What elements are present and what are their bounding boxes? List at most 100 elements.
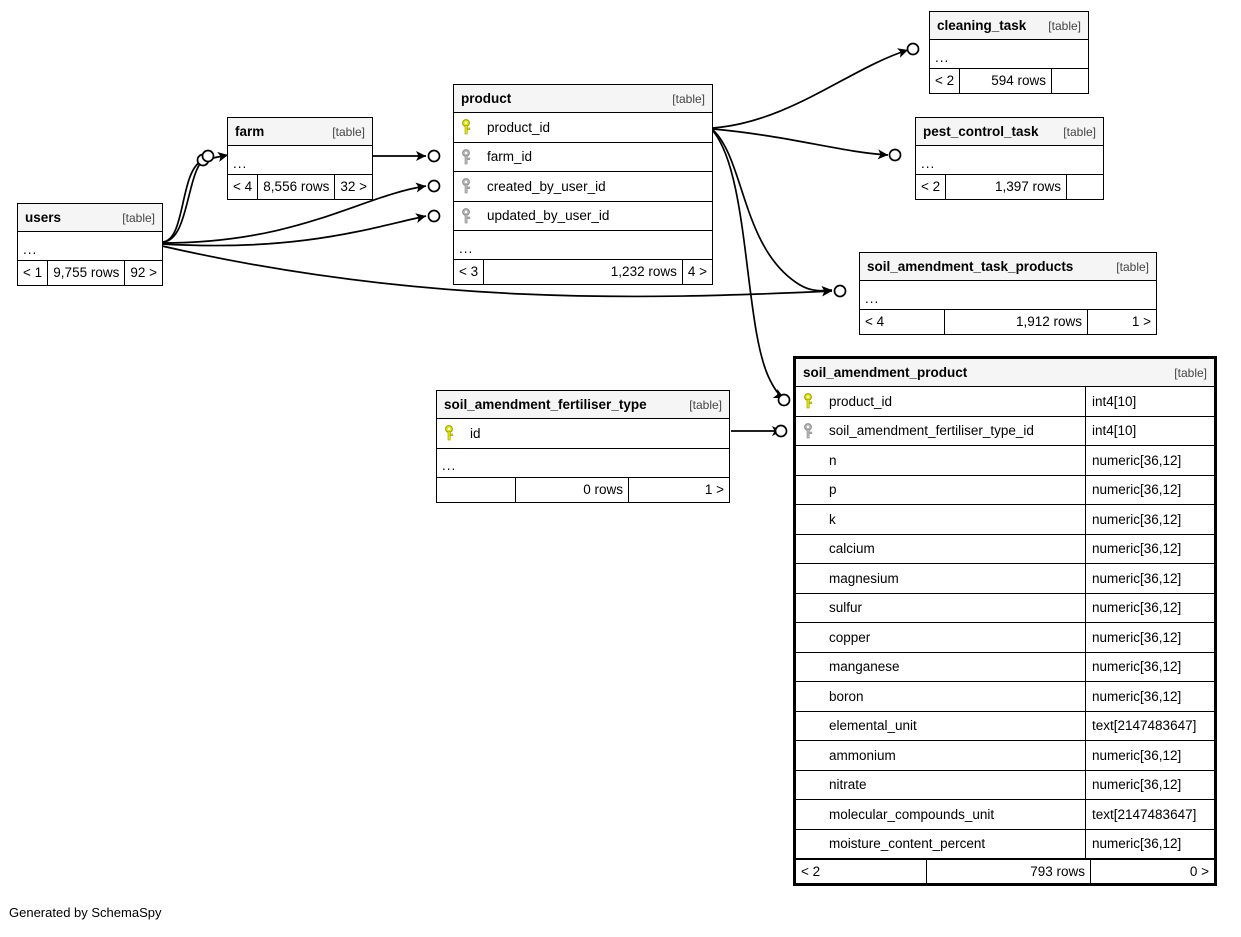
table-soil-amendment-fertiliser-type-title: soil_amendment_fertiliser_type [table] (437, 391, 729, 419)
no-key-icon (803, 452, 817, 468)
column-name: magnesium (829, 570, 899, 586)
table-row[interactable]: farm_id (454, 142, 712, 172)
cardinality-circle (196, 153, 210, 167)
outgoing-relations-count: 32 > (340, 179, 367, 195)
table-name: farm (235, 123, 265, 139)
table-cleaning-task[interactable]: cleaning_task [table] ... < 2 594 rows (929, 11, 1089, 94)
row-count: 793 rows (926, 860, 1091, 883)
table-product-footer: < 3 1,232 rows 4 > (454, 260, 712, 284)
column-type: numeric[36,12] (1085, 534, 1214, 563)
table-farm[interactable]: farm [table] ... < 4 8,556 rows 32 > (227, 117, 373, 200)
incoming-relations-count: < 2 (801, 863, 821, 879)
table-soil-amendment-product-title: soil_amendment_product [table] (796, 359, 1214, 387)
outgoing-relations-count: 0 > (1189, 863, 1209, 879)
row-count: 0 rows (515, 477, 629, 502)
row-count: 1,397 rows (945, 175, 1067, 199)
row-count: 594 rows (959, 69, 1052, 93)
column-name: sulfur (829, 600, 863, 615)
no-key-icon (803, 806, 817, 822)
column-type: numeric[36,12] (1085, 446, 1214, 475)
column-type: numeric[36,12] (1085, 564, 1214, 593)
column-type: numeric[36,12] (1085, 741, 1214, 770)
table-users-hidden-columns: ... (18, 232, 162, 261)
table-pest-control-task-title: pest_control_task [table] (916, 118, 1103, 146)
edge-users-farm-arrow (207, 152, 229, 162)
table-row[interactable]: soil_amendment_fertiliser_type_id int4[1… (796, 416, 1214, 446)
table-row[interactable]: boron numeric[36,12] (796, 682, 1214, 712)
table-row[interactable]: magnesium numeric[36,12] (796, 564, 1214, 594)
column-name: id (470, 425, 481, 441)
table-row[interactable]: nitrate numeric[36,12] (796, 770, 1214, 800)
edge-users-farm-2 (161, 157, 207, 243)
table-row[interactable]: molecular_compounds_unit text[2147483647… (796, 800, 1214, 830)
cardinality-circle (906, 42, 920, 56)
table-tag: [table] (672, 91, 705, 106)
table-row[interactable]: calcium numeric[36,12] (796, 534, 1214, 564)
table-row[interactable]: ammonium numeric[36,12] (796, 741, 1214, 771)
incoming-relations-count (437, 478, 515, 502)
foreign-key-icon (803, 422, 817, 439)
table-row[interactable]: copper numeric[36,12] (796, 623, 1214, 653)
incoming-relations-count: < 2 (935, 73, 955, 89)
column-type: text[2147483647] (1085, 711, 1214, 740)
table-row[interactable]: elemental_unit text[2147483647] (796, 711, 1214, 741)
table-row[interactable]: p numeric[36,12] (796, 475, 1214, 505)
table-row[interactable]: created_by_user_id (454, 172, 712, 202)
edge-product-pest-control-task (712, 128, 889, 160)
cardinality-circle (833, 284, 847, 298)
column-name: manganese (829, 659, 900, 674)
table-name: users (25, 209, 62, 225)
no-key-icon (803, 718, 817, 734)
table-product-title: product [table] (454, 85, 712, 113)
table-name: pest_control_task (923, 123, 1039, 139)
table-product[interactable]: product [table] product_id farm_id (453, 84, 713, 285)
column-type: numeric[36,12] (1085, 829, 1214, 858)
table-pest-control-task[interactable]: pest_control_task [table] ... < 2 1,397 … (915, 117, 1104, 200)
table-soil-amendment-task-products[interactable]: soil_amendment_task_products [table] ...… (859, 252, 1157, 335)
table-tag: [table] (332, 124, 365, 139)
table-row[interactable]: product_id (454, 113, 712, 143)
foreign-key-icon (461, 148, 475, 165)
outgoing-relations-count: 4 > (687, 264, 707, 280)
row-count: 9,755 rows (47, 261, 126, 285)
table-soil-amendment-fertiliser-type-hidden-columns: ... (437, 448, 729, 478)
column-type: int4[10] (1085, 387, 1214, 416)
table-users[interactable]: users [table] ... < 1 9,755 rows 92 > (17, 203, 163, 286)
table-row[interactable]: updated_by_user_id (454, 201, 712, 231)
table-row[interactable]: product_id int4[10] (796, 387, 1214, 417)
no-key-icon (803, 659, 817, 675)
table-soil-amendment-product[interactable]: soil_amendment_product [table] product_i… (793, 356, 1217, 886)
primary-key-icon (461, 119, 475, 135)
column-type: int4[10] (1085, 416, 1214, 445)
incoming-relations-count: < 1 (23, 265, 43, 281)
table-row[interactable]: k numeric[36,12] (796, 505, 1214, 535)
table-tag: [table] (689, 397, 722, 412)
no-key-icon (803, 482, 817, 498)
table-row[interactable]: id (437, 419, 729, 449)
column-type: numeric[36,12] (1085, 652, 1214, 681)
table-row[interactable]: n numeric[36,12] (796, 446, 1214, 476)
outgoing-relations-count (1052, 69, 1088, 93)
table-pest-control-task-hidden-columns: ... (916, 146, 1103, 175)
table-soil-amendment-fertiliser-type[interactable]: soil_amendment_fertiliser_type [table] i… (436, 390, 730, 503)
incoming-relations-count: < 4 (233, 179, 253, 195)
cardinality-circle (777, 393, 791, 407)
table-cleaning-task-footer: < 2 594 rows (930, 69, 1088, 93)
table-users-footer: < 1 9,755 rows 92 > (18, 261, 162, 285)
table-row[interactable]: manganese numeric[36,12] (796, 652, 1214, 682)
cardinality-circle (427, 149, 441, 163)
column-type: numeric[36,12] (1085, 505, 1214, 534)
table-cleaning-task-title: cleaning_task [table] (930, 12, 1088, 40)
outgoing-relations-count: 92 > (130, 265, 157, 281)
table-soil-amendment-task-products-footer: < 4 1,912 rows 1 > (860, 310, 1156, 334)
no-key-icon (803, 777, 817, 793)
table-row[interactable]: sulfur numeric[36,12] (796, 593, 1214, 623)
row-count: 1,912 rows (944, 310, 1088, 334)
column-type: text[2147483647] (1085, 800, 1214, 829)
edge-product-soil-task-products (712, 129, 833, 296)
generator-credit: Generated by SchemaSpy (9, 905, 162, 920)
outgoing-relations-count (1067, 175, 1103, 199)
table-tag: [table] (1116, 259, 1149, 274)
table-row[interactable]: moisture_content_percent numeric[36,12] (796, 829, 1214, 859)
